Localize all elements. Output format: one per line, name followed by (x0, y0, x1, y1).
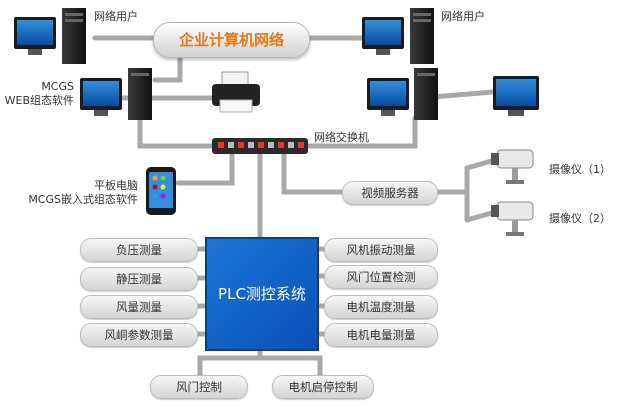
user-pc-left (14, 8, 86, 64)
user-pc-right (362, 8, 434, 64)
camera-icon-1 (491, 149, 534, 184)
right-module-3: 电机温度测量 (324, 295, 438, 319)
right-module-1: 风机振动测量 (324, 238, 438, 262)
mcgs-web-label-line2: WEB组态软件 (4, 94, 74, 107)
network-switch-icon (212, 138, 308, 154)
monitor-far-right (493, 76, 539, 116)
mcgs-web-label-line1: MCGS (41, 80, 74, 93)
left-module-3: 风量测量 (80, 295, 198, 319)
switch-label: 网络交换机 (314, 131, 369, 144)
camera-label-2: 摄像仪（2） (549, 212, 611, 225)
left-module-2: 静压测量 (80, 267, 198, 291)
right-module-4: 电机电量测量 (324, 323, 438, 347)
enterprise-network-cloud: 企业计算机网络 (153, 22, 310, 58)
video-server-box: 视频服务器 (342, 181, 438, 205)
bottom-module-2: 电机启停控制 (272, 375, 374, 399)
server-pc-right (367, 68, 438, 120)
left-module-1: 负压测量 (80, 238, 198, 262)
plc-system-box: PLC测控系统 (205, 237, 319, 351)
left-module-4: 风峒参数测量 (80, 323, 198, 347)
connection-lines (92, 35, 498, 379)
camera-label-1: 摄像仪（1） (549, 163, 611, 176)
camera-icon-2 (491, 201, 534, 236)
tablet-label-line1: 平板电脑 (94, 179, 138, 192)
tablet-icon (146, 167, 176, 215)
bottom-module-1: 风门控制 (150, 375, 248, 399)
right-module-2: 风门位置检测 (324, 265, 438, 289)
network-user-label-left: 网络用户 (94, 10, 138, 23)
tablet-label-line2: MCGS嵌入式组态软件 (28, 193, 138, 206)
printer-icon (212, 71, 260, 113)
mcgs-web-pc (80, 68, 152, 120)
network-user-label-right: 网络用户 (441, 10, 485, 23)
